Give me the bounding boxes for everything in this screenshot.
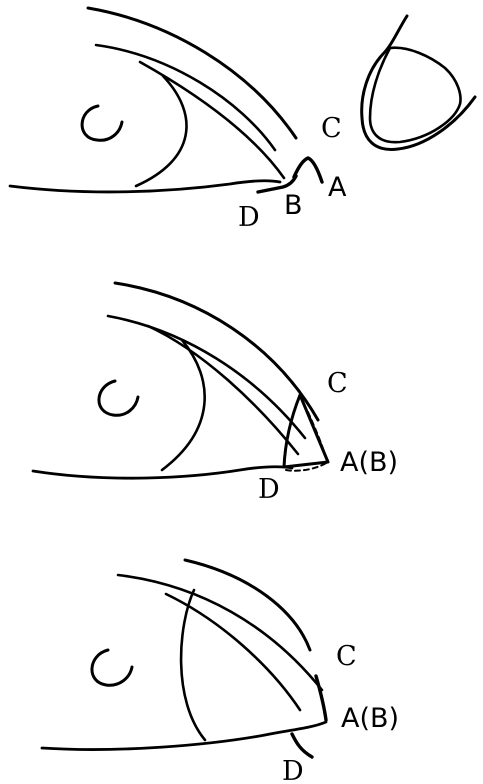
upper-eyelid-margin [138,60,286,180]
label-d-bottom: D [282,756,304,784]
pupil [97,379,140,417]
excised-flap-outline [360,14,477,151]
iris-arc [160,338,206,472]
label-c-bottom: C [336,641,357,672]
triangular-flap [282,393,330,469]
label-c-top: C [321,113,342,144]
label-a-top: A [328,172,347,203]
canthus-edge [314,674,328,722]
upper-eyelid-crease-inner [94,43,277,152]
upper-eyelid-crease-outer [86,6,298,140]
label-d-top: D [238,202,260,233]
lower-eyelid [40,720,328,751]
label-ab-middle: A(B) [340,447,398,478]
upper-eyelid-margin [146,324,300,456]
upper-eyelid-crease-inner [106,314,307,440]
label-ab-bottom: A(B) [341,703,399,734]
label-b-top: B [284,190,303,221]
label-c-middle: C [327,368,348,399]
upper-eyelid-crease-inner [116,573,324,692]
flap-dashed-inner [307,411,327,459]
panel-middle: C A(B) D [31,281,398,505]
upper-eyelid-margin [164,592,302,712]
pupil [90,648,134,687]
excised-flap-inner [368,46,462,144]
panel-bottom: C A(B) D [40,558,399,784]
canthus-peak-c [292,156,324,184]
lower-eyelid [31,465,294,480]
upper-eyelid-crease-outer [183,558,312,652]
label-d-middle: D [258,474,280,505]
lower-eyelid [8,179,282,194]
flap-dashed-base [285,461,329,472]
panel-top: C A B D [8,6,477,233]
iris-arc [134,74,188,188]
pupil [80,104,124,142]
upper-eyelid-crease-outer [113,281,320,422]
canthus-point-d-line [290,732,314,759]
iris-arc [179,588,207,742]
